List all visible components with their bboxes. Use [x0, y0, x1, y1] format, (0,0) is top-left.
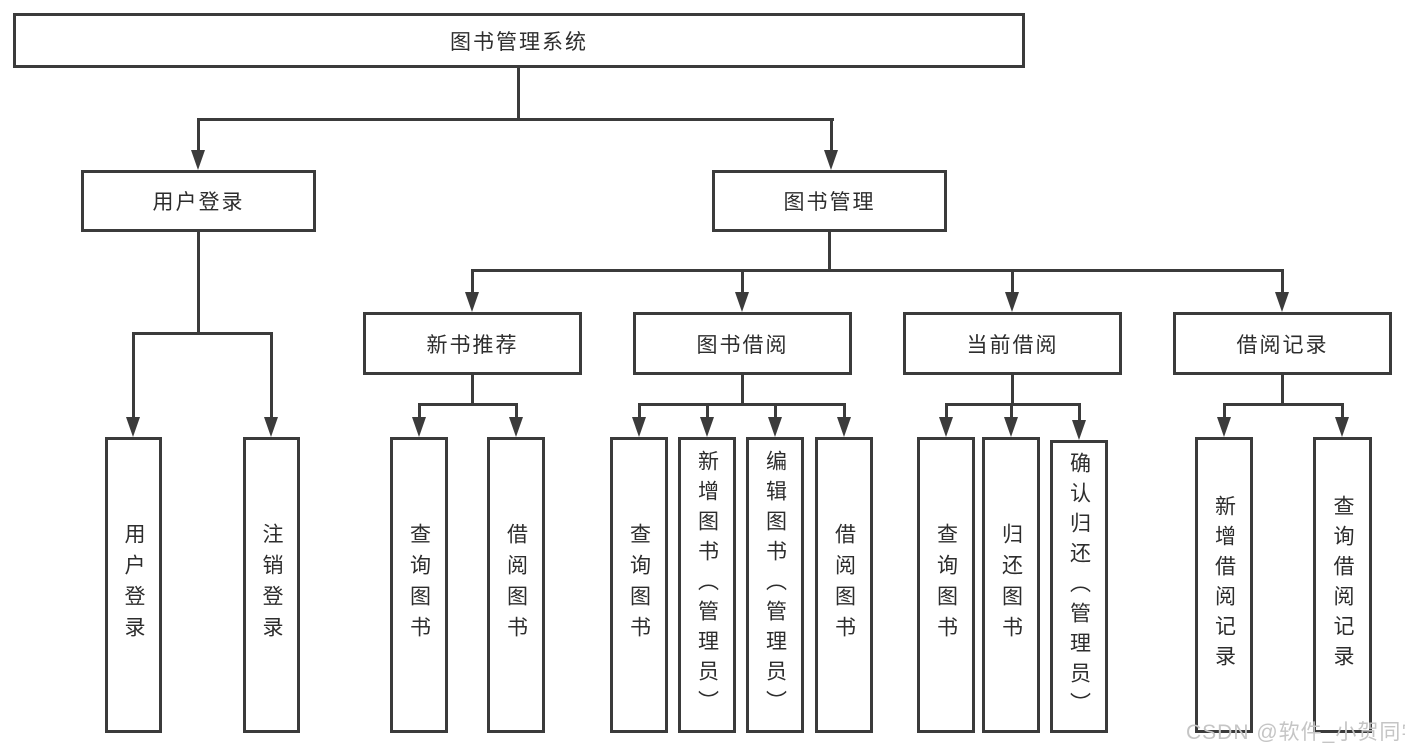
leaf-user-login: 用户登录: [105, 437, 162, 733]
connector-line: [741, 373, 744, 406]
arrow-down: [1004, 403, 1019, 437]
connector-line: [517, 66, 520, 121]
arrow-down: [191, 118, 206, 170]
arrow-down: [824, 118, 839, 170]
leaf-add-book-admin: 新增图书（管理员）: [678, 437, 736, 733]
leaf-query-books-borrowing: 查询图书: [610, 437, 668, 733]
leaf-borrow-books-recommend: 借阅图书: [487, 437, 545, 733]
leaf-edit-book-admin: 编辑图书（管理员）: [746, 437, 804, 733]
leaf-query-books-current: 查询图书: [917, 437, 975, 733]
arrow-down: [1275, 269, 1290, 312]
node-book-management: 图书管理: [712, 170, 947, 232]
arrow-down: [1005, 269, 1020, 312]
arrow-down: [1072, 403, 1087, 440]
arrow-down: [632, 403, 647, 437]
node-library-system: 图书管理系统: [13, 13, 1025, 68]
leaf-logout: 注销登录: [243, 437, 300, 733]
connector-line: [1011, 373, 1014, 406]
connector-line: [828, 230, 831, 272]
arrow-down: [700, 403, 715, 437]
arrow-down: [465, 269, 480, 312]
node-new-book-recommend: 新书推荐: [363, 312, 582, 375]
connector-line: [1281, 373, 1284, 406]
arrow-down: [735, 269, 750, 312]
arrow-down: [126, 332, 141, 437]
connector-line: [1223, 403, 1344, 406]
node-current-borrowing: 当前借阅: [903, 312, 1122, 375]
leaf-add-borrow-record: 新增借阅记录: [1195, 437, 1253, 733]
node-borrow-records: 借阅记录: [1173, 312, 1392, 375]
connector-line: [132, 332, 273, 335]
connector-line: [945, 403, 1081, 406]
arrow-down: [939, 403, 954, 437]
arrow-down: [1335, 403, 1350, 437]
connector-line: [638, 403, 846, 406]
leaf-confirm-return-admin: 确认归还（管理员）: [1050, 440, 1108, 733]
arrow-down: [509, 403, 524, 437]
leaf-query-borrow-record: 查询借阅记录: [1313, 437, 1372, 733]
node-user-login: 用户登录: [81, 170, 316, 232]
leaf-borrow-books-borrowing: 借阅图书: [815, 437, 873, 733]
arrow-down: [264, 332, 279, 437]
leaf-query-books-recommend: 查询图书: [390, 437, 448, 733]
connector-line: [471, 373, 474, 406]
arrow-down: [837, 403, 852, 437]
arrow-down: [1217, 403, 1232, 437]
arrow-down: [412, 403, 427, 437]
arrow-down: [768, 403, 783, 437]
node-book-borrowing: 图书借阅: [633, 312, 852, 375]
connector-line: [197, 118, 834, 121]
connector-line: [471, 269, 1284, 272]
watermark-csdn: CSDN @软件_小贺同学: [1186, 721, 1405, 744]
leaf-return-book: 归还图书: [982, 437, 1040, 733]
connector-line: [197, 230, 200, 334]
connector-line: [418, 403, 518, 406]
